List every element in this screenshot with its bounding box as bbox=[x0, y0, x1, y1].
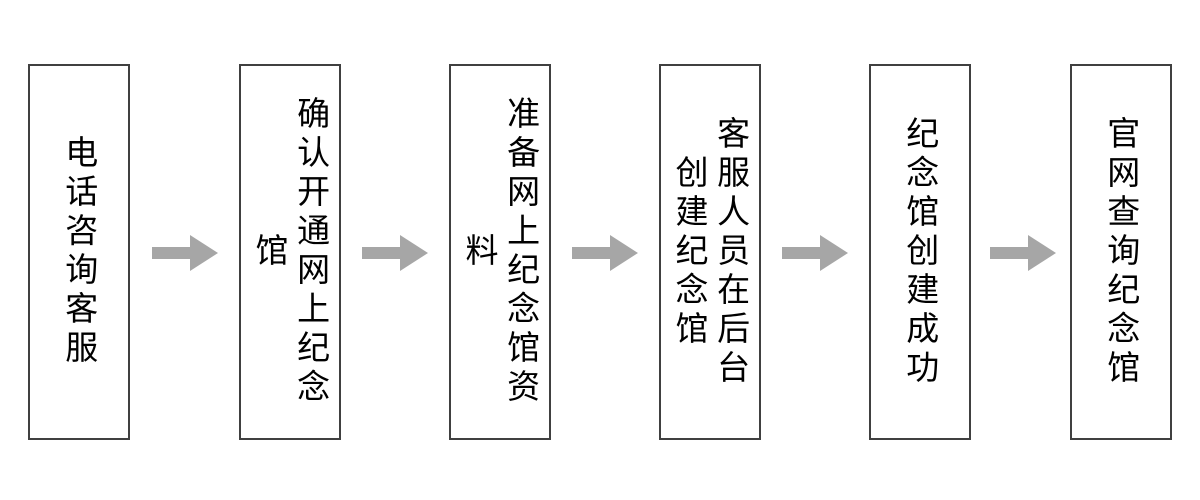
arrow-right-icon-5 bbox=[990, 235, 1056, 271]
arrow-right-icon-3 bbox=[572, 235, 638, 271]
flow-node-label: 确认开通网上纪念馆 bbox=[250, 96, 331, 408]
flow-node-step-1[interactable]: 电话咨询客服 bbox=[28, 64, 130, 440]
flow-node-step-5[interactable]: 纪念馆创建成功 bbox=[869, 64, 971, 440]
flow-node-label: 纪念馆创建成功 bbox=[900, 115, 940, 389]
arrow-right-icon-1 bbox=[152, 235, 218, 271]
flow-node-step-2[interactable]: 确认开通网上纪念馆 bbox=[239, 64, 341, 440]
flow-node-step-4[interactable]: 客服人员在后台创建纪念馆 bbox=[659, 64, 761, 440]
flow-node-step-3[interactable]: 准备网上纪念馆资料 bbox=[449, 64, 551, 440]
flow-node-label: 客服人员在后台创建纪念馆 bbox=[670, 115, 751, 389]
arrow-right-icon-2 bbox=[362, 235, 428, 271]
flow-node-label: 准备网上纪念馆资料 bbox=[460, 96, 541, 408]
flow-node-step-6[interactable]: 官网查询纪念馆 bbox=[1070, 64, 1172, 440]
flow-node-label: 电话咨询客服 bbox=[59, 135, 99, 369]
flow-node-label: 官网查询纪念馆 bbox=[1101, 115, 1141, 389]
arrow-right-icon-4 bbox=[782, 235, 848, 271]
